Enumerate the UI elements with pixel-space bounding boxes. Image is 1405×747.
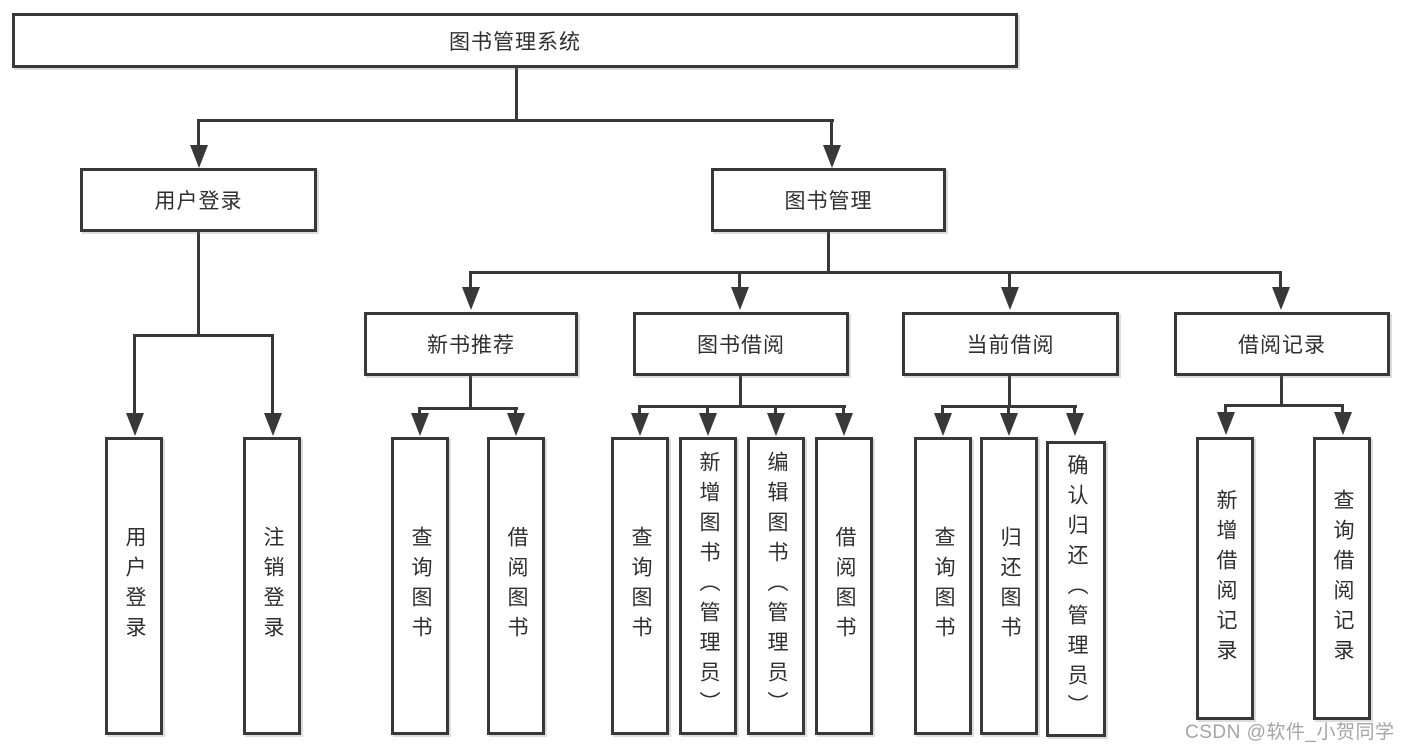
leaf-label: 借阅图书: [833, 526, 856, 646]
connector-drop: [941, 407, 944, 415]
arrow-down: [1000, 413, 1018, 436]
node-current: 当前借阅: [902, 312, 1119, 376]
leaf-current-0: 查询图书: [914, 437, 972, 735]
connector-bar: [197, 119, 834, 122]
leaf-label: 新增借阅记录: [1214, 488, 1237, 669]
leaf-current-2: 确认归还（管理员）: [1046, 441, 1106, 737]
arrow-down: [462, 287, 480, 310]
leaf-label: 查询图书: [932, 526, 955, 646]
leaf-label: 编辑图书（管理员）: [765, 451, 788, 721]
leaf-label: 查询借阅记录: [1331, 488, 1354, 669]
node-current-label: 当前借阅: [966, 334, 1055, 357]
leaf-label: 新增图书（管理员）: [697, 451, 720, 721]
node-records-label: 借阅记录: [1238, 334, 1326, 357]
node-user-login: 用户登录: [80, 168, 317, 232]
leaf-records-1: 查询借阅记录: [1313, 437, 1371, 720]
connector-drop: [469, 273, 472, 289]
connector-drop: [133, 336, 136, 414]
arrow-down: [190, 145, 208, 168]
connector-drop: [418, 409, 421, 415]
leaf-current-1: 归还图书: [980, 437, 1038, 735]
connector-stem: [515, 67, 518, 121]
connector-stem: [739, 376, 742, 407]
watermark: CSDN @软件_小贺同学: [1185, 722, 1395, 743]
connector-drop: [842, 407, 845, 415]
connector-drop: [271, 336, 274, 414]
arrow-down: [823, 145, 841, 168]
leaf-label: 查询图书: [409, 526, 432, 646]
connector-drop: [638, 407, 641, 415]
connector-drop: [738, 273, 741, 289]
leaf-records-0: 新增借阅记录: [1196, 437, 1254, 720]
leaf-borrow-1: 新增图书（管理员）: [679, 437, 737, 735]
leaf-borrow-2: 编辑图书（管理员）: [747, 437, 805, 735]
arrow-down: [1217, 412, 1235, 435]
connector-drop: [1279, 273, 1282, 289]
leaf-borrow-0: 查询图书: [611, 437, 669, 735]
node-new-rec: 新书推荐: [364, 312, 578, 376]
connector-bar: [469, 271, 1282, 274]
connector-bar: [941, 405, 1077, 408]
node-book-mgmt: 图书管理: [711, 168, 946, 232]
connector-drop: [774, 407, 777, 415]
arrow-down: [699, 413, 717, 436]
node-records: 借阅记录: [1174, 312, 1390, 376]
leaf-user-login-0: 用户登录: [105, 437, 163, 735]
node-new-rec-label: 新书推荐: [427, 334, 515, 357]
connector-drop: [197, 121, 200, 147]
leaf-label: 确认归还（管理员）: [1065, 454, 1088, 724]
connector-drop: [1341, 406, 1344, 414]
connector-drop: [1008, 273, 1011, 289]
leaf-new-rec-1: 借阅图书: [487, 437, 545, 735]
arrow-down: [835, 413, 853, 436]
connector-stem: [469, 376, 472, 409]
arrow-down: [411, 413, 429, 436]
connector-stem: [1280, 376, 1283, 406]
node-root-label: 图书管理系统: [449, 30, 581, 54]
node-borrow: 图书借阅: [633, 312, 849, 376]
leaf-label: 归还图书: [998, 526, 1021, 646]
connector-drop: [706, 407, 709, 415]
arrow-down: [1334, 412, 1352, 435]
connector-drop: [514, 409, 517, 415]
arrow-down: [934, 413, 952, 436]
connector-bar: [1224, 404, 1344, 407]
arrow-down: [731, 287, 749, 310]
connector-drop: [1073, 407, 1076, 415]
arrow-down: [767, 413, 785, 436]
connector-stem: [827, 232, 830, 273]
connector-bar: [418, 407, 518, 410]
node-borrow-label: 图书借阅: [697, 334, 785, 357]
arrow-down: [631, 413, 649, 436]
arrow-down: [1001, 287, 1019, 310]
leaf-label: 注销登录: [261, 526, 284, 646]
arrow-down: [1066, 413, 1084, 436]
node-user-login-label: 用户登录: [154, 190, 243, 213]
connector-stem: [1008, 376, 1011, 407]
node-book-mgmt-label: 图书管理: [784, 190, 873, 213]
leaf-label: 用户登录: [123, 526, 146, 646]
connector-drop: [1224, 406, 1227, 414]
arrow-down: [126, 413, 144, 436]
leaf-label: 查询图书: [629, 526, 652, 646]
arrow-down: [264, 413, 282, 436]
arrow-down: [507, 413, 525, 436]
leaf-user-login-1: 注销登录: [243, 437, 301, 735]
leaf-label: 借阅图书: [505, 526, 528, 646]
connector-drop: [830, 121, 833, 147]
connector-bar: [133, 334, 274, 337]
connector-drop: [1007, 407, 1010, 415]
leaf-borrow-3: 借阅图书: [815, 437, 873, 735]
node-root: 图书管理系统: [12, 13, 1018, 68]
connector-stem: [197, 232, 200, 336]
connector-bar: [638, 405, 846, 408]
arrow-down: [1272, 287, 1290, 310]
leaf-new-rec-0: 查询图书: [391, 437, 449, 735]
